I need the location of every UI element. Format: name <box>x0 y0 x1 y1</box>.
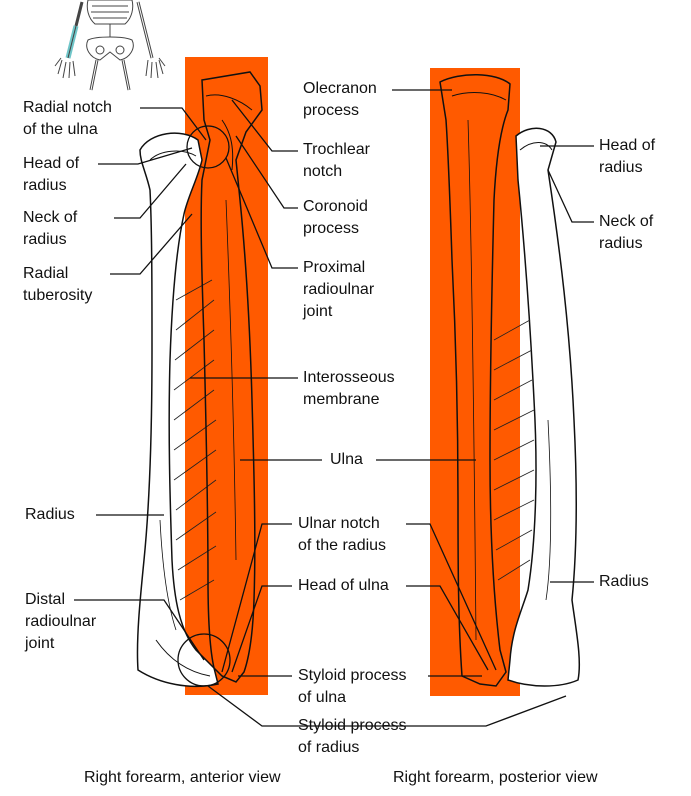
label-head-of-radius-posterior: Head of radius <box>599 135 655 179</box>
label-head-of-ulna-text: Head of ulna <box>298 577 389 594</box>
label-coronoid-line2: process <box>303 220 360 237</box>
label-neck-of-radius-posterior-line2: radius <box>599 235 643 252</box>
label-radial-notch: Radial notch of the ulna <box>23 97 112 141</box>
label-head-of-radius-anterior-line1: Head of <box>23 155 80 172</box>
label-ulnar-notch: Ulnar notch of the radius <box>298 513 386 557</box>
label-neck-of-radius-anterior: Neck of radius <box>23 207 77 251</box>
label-ulnar-notch-line1: Ulnar notch <box>298 515 380 532</box>
skeleton-thumbnail-icon <box>54 0 166 91</box>
label-head-of-radius-anterior: Head of radius <box>23 153 79 197</box>
label-proximal-line3: joint <box>303 303 333 320</box>
leader-proximal <box>225 157 298 269</box>
label-styloid-process-ulna: Styloid process of ulna <box>298 665 407 709</box>
label-radial-tuberosity-line1: Radial <box>23 265 69 282</box>
leader-ulnar-notch-a <box>221 523 292 673</box>
label-neck-of-radius-anterior-line2: radius <box>23 231 67 248</box>
label-neck-of-radius-anterior-line1: Neck of <box>23 209 78 226</box>
label-neck-of-radius-posterior: Neck of radius <box>599 211 653 255</box>
label-trochlear-line2: notch <box>303 163 343 180</box>
label-ulna-text: Ulna <box>330 451 363 468</box>
anterior-radius-bone <box>136 132 219 688</box>
leader-head-ulna-a <box>231 585 292 673</box>
label-ulnar-notch-line2: of the radius <box>298 537 387 554</box>
proximal-joint-circle <box>186 125 230 169</box>
leader-distal <box>74 599 205 661</box>
label-distal-line2: radioulnar <box>25 613 97 630</box>
posterior-interosseous-membrane <box>493 319 535 581</box>
label-interosseous-line2: membrane <box>303 391 380 408</box>
label-radial-notch-line2: of the ulna <box>23 121 98 138</box>
label-styloid-process-radius: Styloid process of radius <box>298 715 407 759</box>
label-head-of-radius-posterior-line2: radius <box>599 159 643 176</box>
label-ulna: Ulna <box>330 449 363 471</box>
label-styloid-radius-line1: Styloid process <box>298 717 407 734</box>
label-olecranon-line1: Olecranon <box>303 80 377 97</box>
label-distal-line1: Distal <box>25 591 66 608</box>
leader-coronoid <box>235 135 298 209</box>
posterior-radius-bone <box>507 127 581 687</box>
label-proximal-line2: radioulnar <box>303 281 375 298</box>
posterior-ulna-highlight <box>430 68 520 696</box>
leader-radial-tuberosity <box>110 213 193 275</box>
label-radial-notch-line1: Radial notch <box>23 99 112 116</box>
label-interosseous-membrane: Interosseous membrane <box>303 367 395 411</box>
label-interosseous-line1: Interosseous <box>303 369 395 386</box>
label-distal-radioulnar-joint: Distal radioulnar joint <box>25 589 96 655</box>
label-radius-anterior: Radius <box>25 504 75 526</box>
leader-styloid-radius <box>207 685 567 727</box>
label-styloid-ulna-line1: Styloid process <box>298 667 407 684</box>
anterior-ulna-bone <box>200 71 263 683</box>
leader-head-ulna-p <box>406 585 489 671</box>
leader-trochlear <box>231 99 298 152</box>
leader-neck-radius-p <box>547 169 594 223</box>
caption-anterior-view: Right forearm, anterior view <box>84 769 281 786</box>
label-distal-line3: joint <box>25 635 55 652</box>
caption-posterior-view: Right forearm, posterior view <box>393 769 598 786</box>
label-head-of-radius-anterior-line2: radius <box>23 177 67 194</box>
label-radius-posterior: Radius <box>599 571 649 593</box>
label-styloid-radius-line2: of radius <box>298 739 360 756</box>
label-trochlear-line1: Trochlear <box>303 141 370 158</box>
label-proximal-radioulnar-joint: Proximal radioulnar joint <box>303 257 374 323</box>
label-head-of-radius-posterior-line1: Head of <box>599 137 656 154</box>
label-proximal-line1: Proximal <box>303 259 366 276</box>
label-radial-tuberosity: Radial tuberosity <box>23 263 92 307</box>
label-olecranon-line2: process <box>303 102 360 119</box>
leader-ulnar-notch-p <box>406 523 497 671</box>
label-coronoid-line1: Coronoid <box>303 198 368 215</box>
label-olecranon-process: Olecranon process <box>303 78 377 122</box>
label-coronoid-process: Coronoid process <box>303 196 368 240</box>
posterior-ulna-bone <box>439 74 511 687</box>
label-styloid-ulna-line2: of ulna <box>298 689 347 706</box>
label-radius-posterior-text: Radius <box>599 573 649 590</box>
label-radius-anterior-text: Radius <box>25 506 75 523</box>
label-trochlear-notch: Trochlear notch <box>303 139 370 183</box>
leader-head-radius-a <box>98 147 193 165</box>
label-neck-of-radius-posterior-line1: Neck of <box>599 213 654 230</box>
leader-radial-notch <box>140 107 207 141</box>
distal-joint-circle <box>177 633 231 687</box>
leader-neck-radius-a <box>114 163 187 219</box>
anterior-interosseous-membrane <box>173 279 217 601</box>
label-radial-tuberosity-line2: tuberosity <box>23 287 93 304</box>
label-head-of-ulna: Head of ulna <box>298 575 389 597</box>
